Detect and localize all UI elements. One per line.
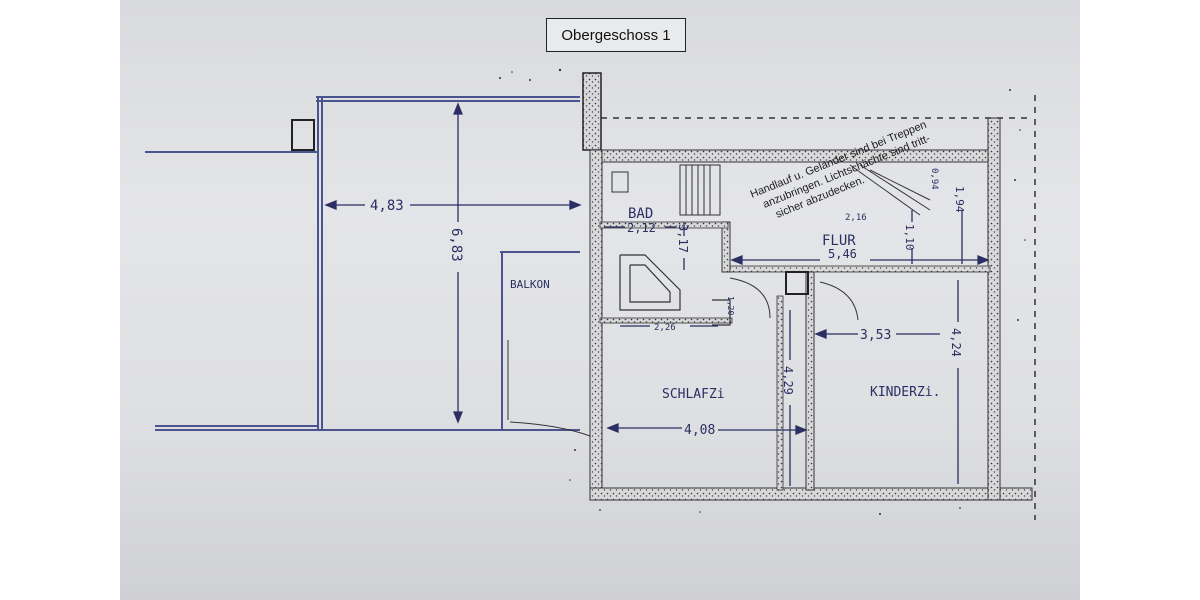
- dim-schlaf-depth: 4,29: [781, 366, 795, 395]
- bad-fixtures: [619, 254, 731, 326]
- dim-flur-length: 5,46: [828, 247, 857, 261]
- note-line-2: anzubringen. Lichtschächte sind tritt-: [761, 132, 932, 210]
- room-label-schlafzi: SCHLAFZi: [662, 387, 725, 402]
- dim-bad-depth: 3,17: [676, 224, 690, 253]
- room-label-kinderzi: KINDERZi.: [870, 385, 940, 400]
- dimension-lines: [324, 102, 990, 486]
- stair: [611, 164, 931, 216]
- chimney-box: [291, 119, 315, 151]
- dim-balkon-depth: 6,83: [448, 228, 464, 262]
- house-walls: [582, 72, 1033, 501]
- note-text: Handlauf u. Geländer sind bei Treppen an…: [749, 119, 933, 221]
- room-label-flur: FLUR: [822, 233, 856, 249]
- plan-title: Obergeschoss 1: [546, 18, 686, 52]
- dim-stair-width: 2,16: [845, 213, 867, 223]
- dim-kinder-depth: 4,24: [949, 328, 963, 357]
- dim-stair-small: 0,94: [929, 168, 939, 190]
- dim-kinder-width: 3,53: [860, 328, 891, 343]
- ink-speckles: [499, 68, 1026, 515]
- balkon-outline: [145, 96, 580, 431]
- dim-flur-right: 1,94: [953, 186, 966, 213]
- dim-flur-height: 1,10: [903, 224, 916, 251]
- room-label-balkon: BALKON: [510, 278, 550, 291]
- dim-bad-width: 2,12: [627, 221, 656, 235]
- door-swings: [507, 277, 859, 437]
- dim-balkon-width: 4,83: [370, 198, 404, 214]
- dim-bad-bottom: 2,26: [654, 323, 676, 333]
- room-label-bad: BAD: [628, 206, 653, 222]
- dim-bad-side: 1,20: [726, 296, 735, 315]
- dim-schlaf-width: 4,08: [684, 423, 715, 438]
